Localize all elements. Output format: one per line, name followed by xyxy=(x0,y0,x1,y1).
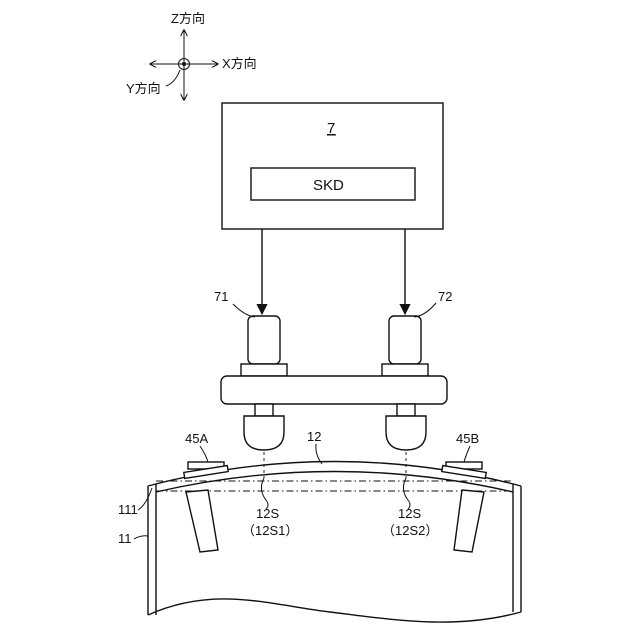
marker-45a: 45A xyxy=(184,431,228,552)
x-axis-label: X方向 xyxy=(222,56,257,71)
sensor-72-leader xyxy=(414,303,436,317)
probe-left-tip xyxy=(244,416,284,450)
body-ref: 11 xyxy=(118,531,132,546)
sensor-72-body xyxy=(389,316,421,364)
left-spot-leader xyxy=(261,478,268,509)
sensor-71-body xyxy=(248,316,280,364)
probe-left xyxy=(244,404,284,450)
y-axis-leader xyxy=(166,70,180,86)
sensor-72-base xyxy=(382,364,428,376)
surface-ref: 12 xyxy=(307,429,321,444)
z-axis-label: Z方向 xyxy=(171,11,205,26)
marker-45b-leader xyxy=(464,446,470,462)
edge-ref: 111 xyxy=(118,502,138,517)
right-spot-ref: 12S xyxy=(398,506,421,521)
sensor-72: 72 xyxy=(382,289,452,376)
probe-right xyxy=(386,404,426,450)
controller-unit: 7 SKD xyxy=(222,103,443,229)
y-axis-label: Y方向 xyxy=(126,81,161,96)
sensor-71-base xyxy=(241,364,287,376)
sensor-71: 71 xyxy=(214,289,287,376)
axis-indicator: Z方向 X方向 Y方向 xyxy=(126,11,257,100)
skd-label: SKD xyxy=(313,177,344,194)
break-line xyxy=(148,599,521,622)
right-spot-leader xyxy=(403,478,410,509)
marker-45a-leader xyxy=(200,446,208,462)
probe-right-neck xyxy=(397,404,415,416)
marker-45a-leg xyxy=(186,490,218,552)
marker-45a-ref: 45A xyxy=(185,431,208,446)
body-leader xyxy=(134,536,148,539)
sensor-71-leader xyxy=(233,304,255,317)
probe-right-tip xyxy=(386,416,426,450)
marker-45b: 45B xyxy=(442,431,486,552)
left-spot-ref: 12S xyxy=(256,506,279,521)
left-spot-sub: （12S1） xyxy=(242,523,298,538)
y-axis-dot xyxy=(182,62,186,66)
marker-45b-leg xyxy=(454,490,484,552)
right-spot-sub: （12S2） xyxy=(382,523,438,538)
marker-45b-ref: 45B xyxy=(456,431,479,446)
edge-leader xyxy=(138,488,152,510)
mounting-bracket xyxy=(221,376,447,404)
sensor-71-ref: 71 xyxy=(214,289,228,304)
sensor-72-ref: 72 xyxy=(438,289,452,304)
probe-left-neck xyxy=(255,404,273,416)
controller-ref: 7 xyxy=(327,120,335,137)
